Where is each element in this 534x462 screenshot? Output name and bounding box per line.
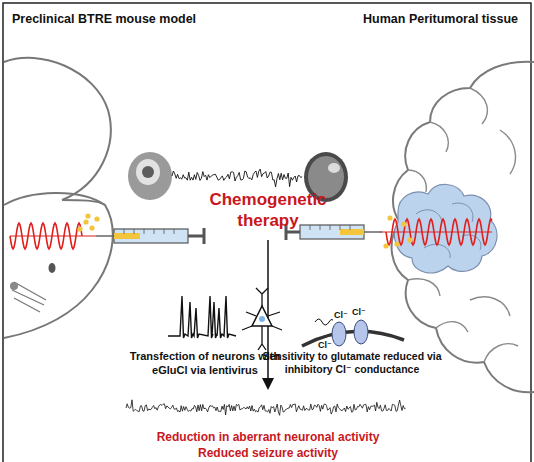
therapy-title: Chemogenetic therapy: [198, 189, 338, 232]
tumor-lobules: [416, 203, 481, 258]
spike-train: [168, 296, 236, 338]
virus-particle: [407, 237, 412, 242]
syringe-contents: [114, 233, 140, 239]
syringe-barrel: [300, 225, 364, 239]
virus-particle: [77, 226, 82, 231]
mouse-mri: [128, 152, 172, 200]
syringe-tick: [330, 225, 331, 230]
flow-arrow-head: [262, 378, 274, 390]
mouse-ear: [4, 58, 111, 200]
syringe-tick: [340, 225, 341, 230]
outcome-text: Reduced seizure activity: [108, 446, 428, 461]
outcome-text: Reduction in aberrant neuronal activity: [108, 430, 428, 445]
syringe-contents: [340, 229, 364, 235]
mouse-ear-base: [62, 200, 105, 205]
syringe-barrel: [114, 229, 188, 243]
syringe-tick: [174, 229, 175, 234]
mouse-eye: [49, 263, 56, 273]
reduced-activity-trace: [126, 400, 406, 416]
egluCl-marker: [259, 316, 265, 322]
syringe-plunger: [188, 235, 204, 238]
virus-particle: [387, 215, 392, 220]
syringe-needle: [364, 231, 382, 233]
virus-particle: [85, 213, 90, 218]
virus-particle: [401, 221, 406, 226]
virus-particle: [94, 216, 99, 221]
channel-subunit: [332, 322, 346, 346]
syringe-tick: [124, 229, 125, 234]
syringe-tick: [310, 225, 311, 230]
syringe-tick: [134, 229, 135, 234]
syringe-needle: [96, 235, 114, 237]
brain-outline: [392, 62, 534, 393]
syringe-tick: [350, 225, 351, 230]
syringe-tick: [144, 229, 145, 234]
syringe-plunger-cap: [203, 228, 206, 244]
ivermectin-ligand: [315, 319, 333, 325]
virus-particle: [89, 225, 94, 230]
frame-border: [3, 3, 531, 462]
mouse-nose: [10, 282, 18, 290]
syringe-tick: [320, 225, 321, 230]
mouse-mri-lesion: [136, 159, 160, 185]
neuron-processes: [242, 288, 282, 350]
human-mri-tumor: [328, 163, 340, 173]
mouse-head: [4, 193, 113, 338]
syringe-tick: [154, 229, 155, 234]
virus-particle: [383, 243, 388, 248]
panel-heading: Human Peritumoral tissue: [282, 12, 518, 28]
step-caption: Sensitivity to glutamate reduced via inh…: [254, 350, 450, 376]
panel-heading: Preclinical BTRE mouse model: [12, 12, 272, 28]
wave-line: [380, 231, 492, 232]
mouse-mri-core: [142, 166, 154, 178]
ion-label: Cl⁻: [318, 340, 342, 351]
virus-particle: [83, 219, 88, 224]
channel-subunit: [354, 320, 368, 344]
eeg-trace: [172, 169, 302, 187]
ion-label: Cl⁻: [352, 307, 376, 318]
syringe-plunger: [286, 231, 300, 234]
syringe-tick: [164, 229, 165, 234]
wave-line: [10, 235, 96, 236]
cell-membrane: [302, 331, 404, 346]
virus-particle: [394, 241, 399, 246]
